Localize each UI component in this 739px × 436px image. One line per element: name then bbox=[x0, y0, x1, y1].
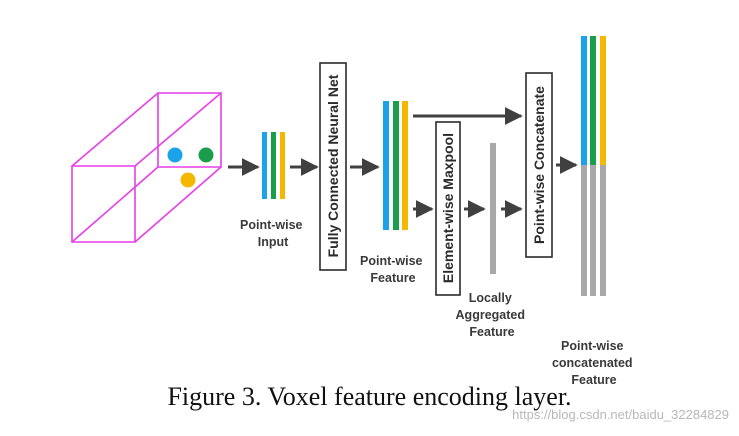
green-point bbox=[198, 147, 214, 163]
fcn-label: Fully Connected Neural Net bbox=[325, 74, 341, 257]
figure-caption: Figure 3. Voxel feature encoding layer. bbox=[167, 382, 572, 411]
pointwise-input-bars bbox=[262, 132, 285, 199]
blue-point bbox=[167, 147, 183, 163]
concatenated-feature-label: Point-wise concatenated Feature bbox=[552, 339, 636, 387]
concatenate-box bbox=[525, 72, 553, 258]
watermark: https://blog.csdn.net/baidu_32284829 bbox=[512, 407, 729, 422]
yellow-point bbox=[180, 172, 196, 188]
fcn-box bbox=[319, 62, 347, 271]
aggregated-feature-bar bbox=[490, 143, 496, 274]
concatenated-feature-bars bbox=[581, 36, 606, 296]
pointwise-feature-label: Point-wise Feature bbox=[360, 254, 426, 285]
maxpool-box bbox=[435, 121, 461, 296]
concatenate-label: Point-wise Concatenate bbox=[531, 86, 547, 244]
voxel-box bbox=[71, 92, 222, 243]
locally-aggregated-label: Locally Aggregated Feature bbox=[456, 291, 529, 339]
pointwise-input-label: Point-wise Input bbox=[240, 218, 306, 249]
maxpool-label: Element-wise Maxpool bbox=[440, 133, 456, 283]
pointwise-feature-bars bbox=[383, 101, 408, 230]
